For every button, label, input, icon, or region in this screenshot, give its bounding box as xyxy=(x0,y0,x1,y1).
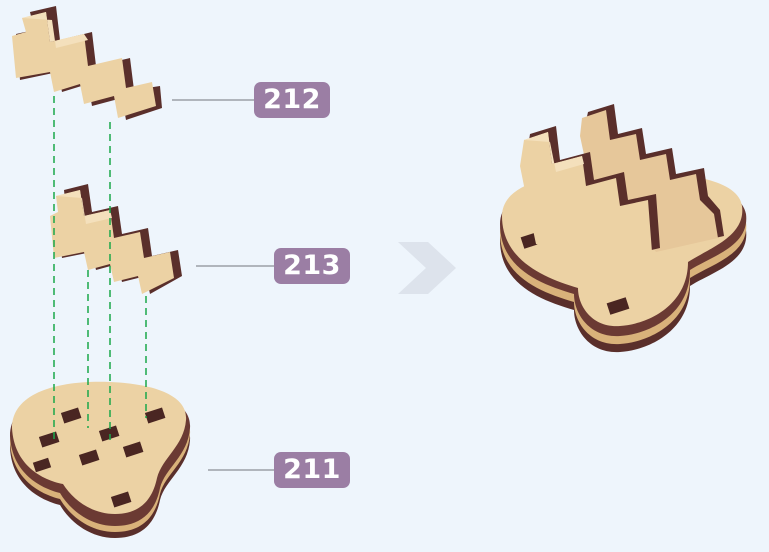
part-213-comb xyxy=(50,184,182,294)
assembled-piece xyxy=(500,104,747,353)
part-212-comb xyxy=(12,6,162,120)
label-213: 213 xyxy=(274,248,350,284)
label-211: 211 xyxy=(274,452,350,488)
part-211-base-plate xyxy=(10,381,191,538)
leader-lines xyxy=(172,99,276,471)
alignment-guides xyxy=(53,96,147,440)
chevron-right-icon xyxy=(398,242,456,294)
label-212: 212 xyxy=(254,82,330,118)
